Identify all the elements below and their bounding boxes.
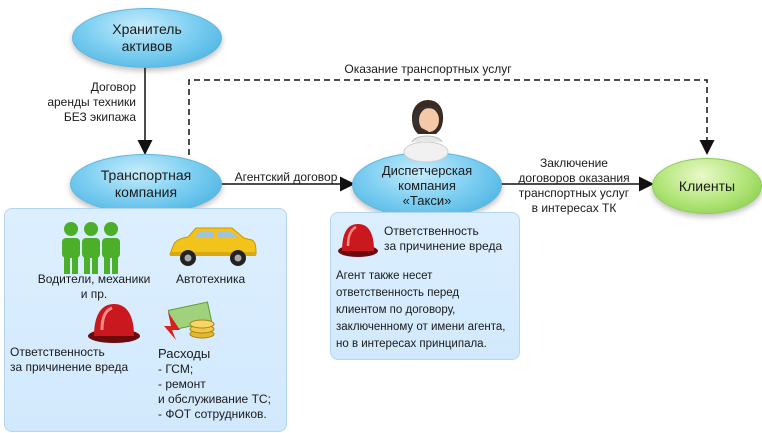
right-liability-label: Ответственность за причинение вреда <box>384 224 503 253</box>
operator-headset-icon <box>403 100 449 163</box>
node-transport-company: Транспортная компания <box>70 154 222 214</box>
node-dispatch-company-label: Диспетчерская компания «Такси» <box>381 162 473 208</box>
right-note: Агент также несет ответственность перед … <box>336 270 506 350</box>
siren-icon <box>338 224 378 257</box>
expenses-title: Расходы <box>158 346 211 361</box>
edge-label-contracts: Заключение договоров оказания транспортн… <box>518 156 630 215</box>
node-clients-label: Клиенты <box>678 177 736 194</box>
money-down-icon <box>164 301 215 340</box>
vehicles-label: Автотехника <box>176 272 246 286</box>
people-icon <box>62 222 120 274</box>
left-liability-label: Ответственность за причинение вреда <box>10 345 129 374</box>
node-asset-holder-label: Хранитель активов <box>112 21 182 54</box>
node-clients: Клиенты <box>652 158 762 214</box>
siren-icon <box>88 304 140 343</box>
edge-label-transport-services: Оказание транспортных услуг <box>344 62 512 76</box>
expenses-items: - ГСМ; - ремонт и обслуживание ТС; - ФОТ… <box>158 362 271 421</box>
edge-label-lease: Договор аренды техники БЕЗ экипажа <box>47 80 136 124</box>
arrow-transport-services <box>188 79 715 155</box>
node-transport-company-label: Транспортная компания <box>100 167 192 200</box>
taxi-car-icon <box>169 227 257 266</box>
node-asset-holder: Хранитель активов <box>72 8 222 68</box>
node-dispatch-company: Диспетчерская компания «Такси» <box>352 152 502 218</box>
drivers-label: Водители, механики и пр. <box>37 272 151 301</box>
edge-label-agent: Агентский договор <box>234 170 338 184</box>
